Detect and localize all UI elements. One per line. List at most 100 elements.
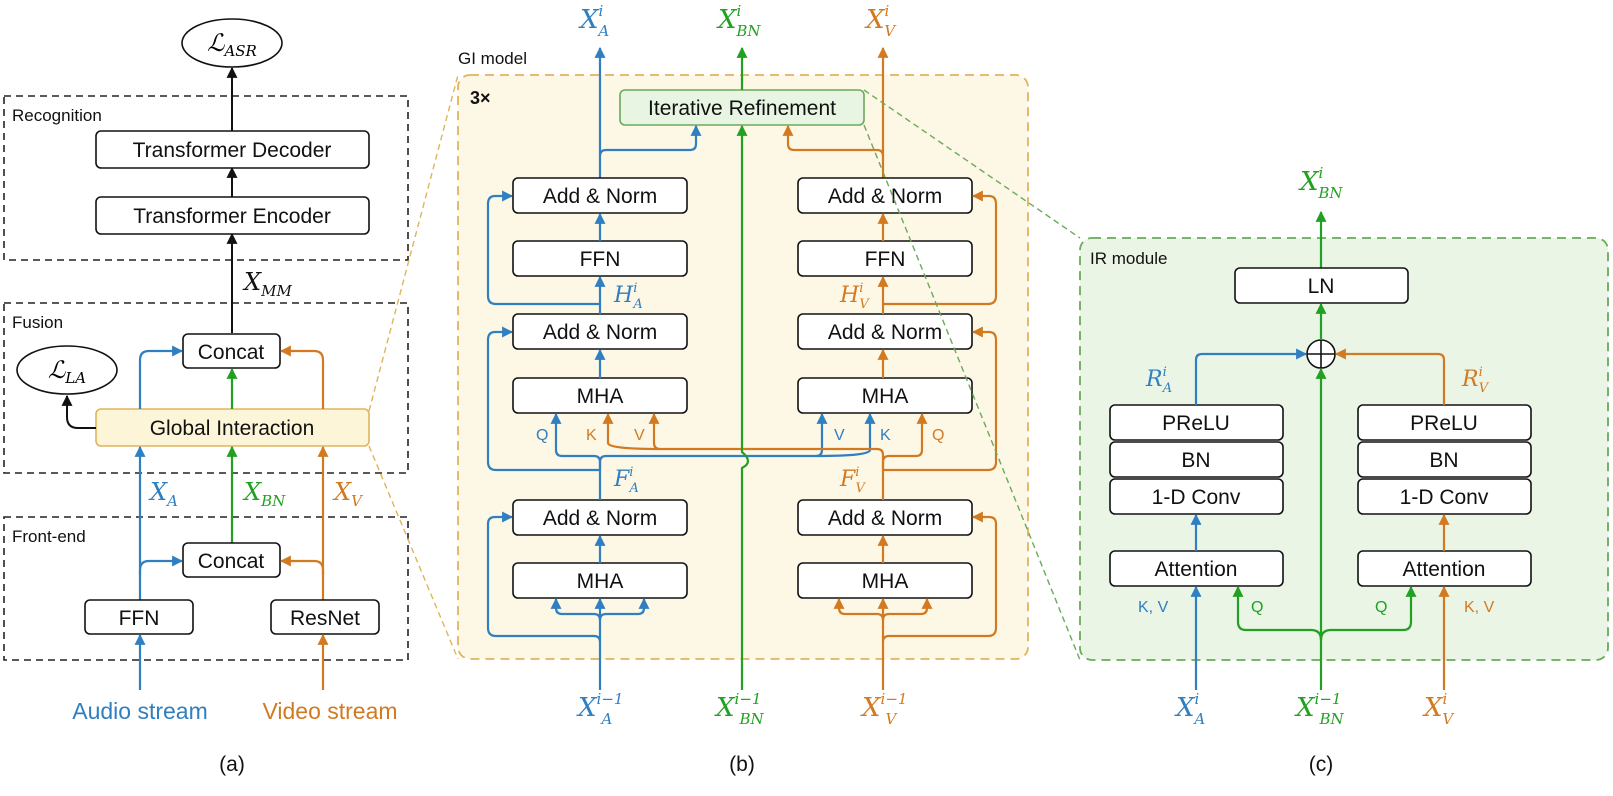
ir-left-kv-label: K, V <box>1138 599 1169 616</box>
right-ffn-label: FFN <box>865 248 906 271</box>
x-v-label: XV <box>332 478 364 510</box>
caption-a: (a) <box>219 753 245 776</box>
v-in-split-v <box>881 597 933 621</box>
right-self-mha-label: MHA <box>862 570 909 593</box>
zoom-line-top <box>368 74 459 412</box>
recognition-region-label: Recognition <box>12 106 102 125</box>
ir-bn-q-right <box>1319 585 1417 641</box>
left-v-label: V <box>634 427 645 444</box>
left-conv-label: 1-D Conv <box>1152 486 1241 509</box>
right-bn-label: BN <box>1429 449 1458 472</box>
frontend-region <box>3 516 409 661</box>
right-conv-label: 1-D Conv <box>1400 486 1489 509</box>
left-cross-mha-label: MHA <box>577 385 624 408</box>
right-k-label: K <box>880 427 891 444</box>
global-interaction-label: Global Interaction <box>150 417 315 440</box>
x-a-label: XA <box>148 478 178 510</box>
arrow-ffn-to-concat <box>138 555 184 575</box>
right-cross-mha-label: MHA <box>862 385 909 408</box>
frontend-region-label: Front-end <box>12 527 86 546</box>
left-add-norm-1-label: Add & Norm <box>543 507 657 530</box>
right-v-label: V <box>834 427 845 444</box>
left-add-norm-3-label: Add & Norm <box>543 185 657 208</box>
left-q-label: Q <box>536 427 548 444</box>
ir-left-q-label: Q <box>1251 599 1263 616</box>
a-residual-2 <box>486 326 600 472</box>
la-loss-label: ℒLA <box>48 356 86 387</box>
v-residual-3 <box>883 190 998 306</box>
right-attention-label: Attention <box>1403 558 1486 581</box>
fusion-region-label: Fusion <box>12 313 63 332</box>
a-residual-3 <box>486 190 600 306</box>
resnet-label: ResNet <box>290 607 360 630</box>
x-bn-label: XBN <box>242 478 286 510</box>
panel-a: Recognition Fusion Front-end ℒASR Transf… <box>3 18 409 776</box>
arrow-gi-to-la <box>61 394 96 429</box>
ir-a-prelu-to-sum <box>1194 348 1308 405</box>
right-bn-box <box>1357 441 1532 478</box>
left-attention-label: Attention <box>1155 558 1238 581</box>
right-q-label: Q <box>932 427 944 444</box>
right-cross-mha-box <box>797 377 973 414</box>
ir-v-prelu-to-sum <box>1334 348 1446 405</box>
transformer-encoder-label: Transformer Encoder <box>133 205 331 228</box>
v-residual-1 <box>881 511 998 643</box>
ir-module-title: IR module <box>1090 249 1167 268</box>
fusion-region <box>3 302 409 474</box>
a-residual-1 <box>486 511 602 643</box>
left-add-norm-2-label: Add & Norm <box>543 321 657 344</box>
v-kv-to-left-mha <box>648 412 885 470</box>
video-stream-label: Video stream <box>262 698 397 724</box>
zoom-line-bottom <box>368 445 459 660</box>
left-bn-box <box>1109 441 1284 478</box>
x-mm-label: XMM <box>242 268 292 300</box>
arrow-gi-audio-to-concat <box>138 345 184 409</box>
repeat-label: 3× <box>470 88 491 108</box>
caption-c: (c) <box>1309 753 1334 776</box>
concat-bottom-label: Concat <box>198 550 265 573</box>
left-self-mha-label: MHA <box>577 570 624 593</box>
right-add-norm-1-label: Add & Norm <box>828 507 942 530</box>
asr-loss-label: ℒASR <box>207 29 257 60</box>
right-add-norm-3-label: Add & Norm <box>828 185 942 208</box>
v-kv-to-left-mha-2 <box>602 412 661 451</box>
arrow-resnet-to-concat <box>279 555 325 575</box>
frontend-ffn-label: FFN <box>119 607 160 630</box>
arrow-audio-to-ir <box>598 124 702 157</box>
audio-stream-label: Audio stream <box>72 698 208 724</box>
ir-bn-q-left <box>1232 585 1323 641</box>
concat-top-label: Concat <box>198 341 265 364</box>
right-prelu-label: PReLU <box>1410 412 1478 435</box>
caption-b: (b) <box>729 753 755 776</box>
v-residual-2 <box>883 326 998 472</box>
transformer-decoder-label: Transformer Decoder <box>133 139 332 162</box>
arrow-gi-video-to-concat <box>279 345 325 409</box>
left-ffn-label: FFN <box>580 248 621 271</box>
ir-right-q-label: Q <box>1375 599 1387 616</box>
arrow-video-to-ir <box>782 124 885 157</box>
iterative-refinement-label: Iterative Refinement <box>648 97 836 120</box>
a-in-split-v <box>598 597 650 621</box>
ir-right-kv-label: K, V <box>1464 599 1495 616</box>
right-add-norm-2-label: Add & Norm <box>828 321 942 344</box>
a-in-split-k <box>550 597 602 621</box>
